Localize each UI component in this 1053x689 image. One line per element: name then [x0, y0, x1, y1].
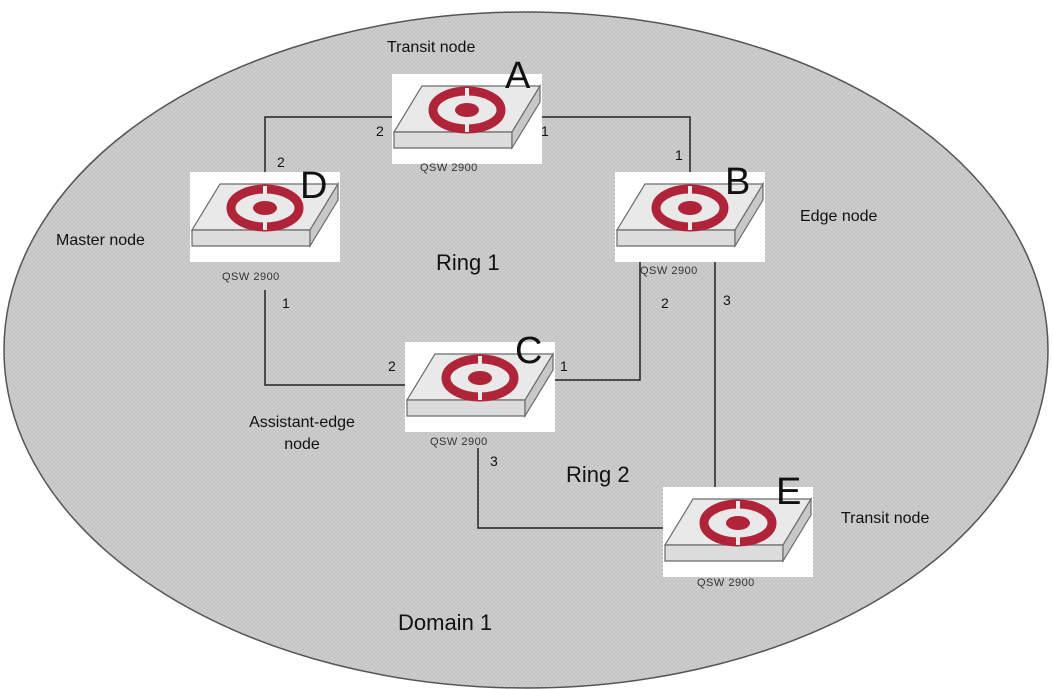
port-b-to-a: 1	[675, 147, 683, 163]
link-a-d	[264, 116, 395, 185]
role-label-c: Assistant-edge node	[247, 412, 357, 456]
port-c-to-d: 2	[388, 358, 396, 374]
ring-label-1: Ring 1	[436, 250, 500, 275]
node-model-a: QSW 2900	[420, 162, 478, 174]
link-d-c	[264, 290, 408, 386]
port-d-to-c: 1	[282, 295, 290, 311]
role-label-c-text: Assistant-edge node	[249, 414, 355, 453]
link-a-b	[540, 116, 691, 180]
links	[264, 116, 716, 529]
role-label-d: Master node	[56, 232, 145, 249]
node-model-d: QSW 2900	[222, 271, 280, 283]
role-label-b: Edge node	[800, 208, 878, 225]
node-letter-a: A	[505, 55, 531, 97]
ring-label-2: Ring 2	[566, 462, 630, 487]
link-c-e	[477, 448, 668, 529]
node-model-c: QSW 2900	[430, 436, 488, 448]
link-b-c	[552, 262, 641, 381]
port-a-to-d: 2	[376, 123, 384, 139]
node-letter-b: B	[725, 161, 751, 203]
port-b-to-c: 2	[661, 295, 669, 311]
node-model-e: QSW 2900	[697, 577, 755, 589]
node-letter-c: C	[515, 330, 543, 372]
port-c-to-e: 3	[490, 453, 498, 469]
port-d-to-a: 2	[277, 154, 285, 170]
port-c-to-b: 1	[560, 358, 568, 374]
role-label-a: Transit node	[387, 39, 476, 56]
node-letter-e: E	[776, 471, 802, 513]
port-a-to-b: 1	[541, 123, 549, 139]
domain-label: Domain 1	[398, 610, 493, 635]
port-b-to-e: 3	[723, 292, 731, 308]
role-label-e: Transit node	[841, 510, 930, 527]
node-model-b: QSW 2900	[640, 265, 698, 277]
node-letter-d: D	[300, 165, 328, 207]
